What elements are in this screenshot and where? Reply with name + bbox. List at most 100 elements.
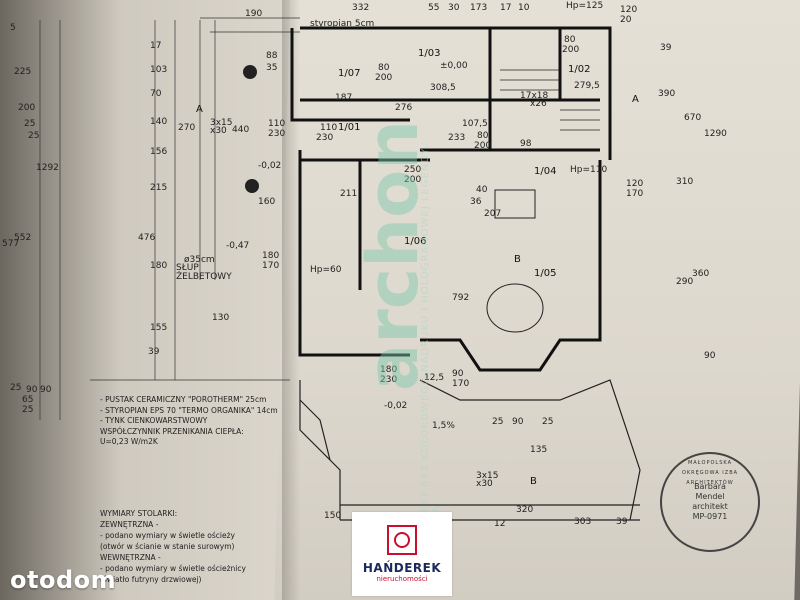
legend-line: - STYROPIAN EPS 70 "TERMO ORGANIKA" 14cm xyxy=(100,405,278,415)
dim-25-b: 25 xyxy=(542,417,553,427)
dim-187: 187 xyxy=(335,93,352,103)
dim-170: 170 xyxy=(262,261,279,271)
left-page xyxy=(0,0,300,600)
dim-170-b: 170 xyxy=(626,189,643,199)
dim-left-25-d: 25 xyxy=(22,405,33,415)
dim-top-30: 30 xyxy=(448,3,460,13)
dim-left-90: 90 xyxy=(26,385,38,395)
room-1-01: 1/01 xyxy=(338,122,360,133)
dim-233: 233 xyxy=(448,133,465,143)
label-styropian: styropian 5cm xyxy=(310,19,374,29)
dim-40: 40 xyxy=(476,185,488,195)
dim-180-b: 180 xyxy=(380,365,397,375)
dim-17x18: 17x18 xyxy=(520,91,549,101)
dim-right-120: 120 xyxy=(620,5,637,15)
dim-90-b: 90 xyxy=(512,417,524,427)
joinery-line: WYMIARY STOLARKI: xyxy=(100,509,178,518)
dim-left-180: 180 xyxy=(150,261,167,271)
agency-name: HAŃDEREK xyxy=(362,561,442,575)
dim-98: 98 xyxy=(520,139,532,149)
dim-160: 160 xyxy=(258,197,275,207)
stamp-name-first: Barbara xyxy=(694,482,726,491)
agency-house-icon xyxy=(387,525,417,555)
dim-230-c: 230 xyxy=(316,133,333,143)
stamp-ring-text: MAŁOPOLSKA OKRĘGOWA IZBA ARCHITEKTÓW xyxy=(681,460,739,486)
dim-left-577: 577 xyxy=(2,239,19,249)
section-mark-b-bottom: B xyxy=(530,476,537,487)
dim-left-476: 476 xyxy=(138,233,155,243)
dim-200-b: 200 xyxy=(404,175,421,185)
dim-200-c: 200 xyxy=(375,73,392,83)
architect-stamp: MAŁOPOLSKA OKRĘGOWA IZBA ARCHITEKTÓW Bar… xyxy=(660,452,760,552)
label-hp110: Hp=110 xyxy=(570,165,607,175)
dim-3x15-b: 3x15 xyxy=(210,118,233,128)
dim-125: 12,5 xyxy=(424,373,444,383)
dim-110-b: 110 xyxy=(320,123,337,133)
label-slup: SŁUP xyxy=(176,263,199,273)
dim-1075: 107,5 xyxy=(462,119,488,129)
dim-right-670: 670 xyxy=(684,113,701,123)
dim-left-225: 225 xyxy=(14,67,31,77)
dim-top-55: 55 xyxy=(428,3,439,13)
dim-88: 88 xyxy=(266,51,278,61)
dim-200-d: 200 xyxy=(562,45,579,55)
section-mark-a-left: A xyxy=(196,104,203,115)
dim-left-90-b: 90 xyxy=(40,385,52,395)
dim-right-20: 20 xyxy=(620,15,632,25)
dim-right-90: 90 xyxy=(704,351,716,361)
dim-36: 36 xyxy=(470,197,482,207)
level-minus-002: -0,02 xyxy=(258,161,281,171)
dim-12: 12 xyxy=(494,519,505,529)
dim-80: 80 xyxy=(477,131,489,141)
dim-39: 39 xyxy=(616,517,628,527)
legend-line: - PUSTAK CERAMICZNY "POROTHERM" 25cm xyxy=(100,395,267,404)
dim-right-310: 310 xyxy=(676,177,693,187)
dim-35: 35 xyxy=(266,63,277,73)
dim-135: 135 xyxy=(530,445,547,455)
dim-3085: 308,5 xyxy=(430,83,456,93)
dim-230-b: 230 xyxy=(380,375,397,385)
dim-80-b: 80 xyxy=(378,63,390,73)
dim-130: 130 xyxy=(212,313,229,323)
page-fold-shadow xyxy=(282,0,300,600)
dim-right-390: 390 xyxy=(658,89,675,99)
legend-line: - TYNK CIENKOWARSTWOWY xyxy=(100,416,208,425)
dim-170-c: 170 xyxy=(452,379,469,389)
room-1-04: 1/04 xyxy=(534,166,556,177)
dim-top-17: 17 xyxy=(500,3,511,13)
dim-x30-b: x30 xyxy=(210,126,227,136)
dim-left-103: 103 xyxy=(150,65,167,75)
joinery-line: WEWNĘTRZNA - xyxy=(100,553,161,562)
section-mark-a-right: A xyxy=(632,94,639,105)
dim-110: 110 xyxy=(268,119,285,129)
level-zero: ±0,00 xyxy=(440,61,468,71)
dim-207: 207 xyxy=(484,209,501,219)
dim-top-173: 173 xyxy=(470,3,487,13)
dim-80-c: 80 xyxy=(564,35,576,45)
dim-left-200: 200 xyxy=(18,103,35,113)
dim-211: 211 xyxy=(340,189,357,199)
dim-left-25-b: 25 xyxy=(28,131,39,141)
level-minus-002-b: -0,02 xyxy=(384,401,407,411)
label-hp125: Hp=125 xyxy=(566,1,603,11)
room-1-02: 1/02 xyxy=(568,64,590,75)
dim-left-17: 17 xyxy=(150,41,161,51)
dim-200: 200 xyxy=(474,141,491,151)
joinery-notes: WYMIARY STOLARKI: ZEWNĘTRZNA - - podano … xyxy=(100,508,290,585)
dim-left-25-c: 25 xyxy=(10,383,21,393)
dim-right-39: 39 xyxy=(660,43,672,53)
level-minus-047: -0,47 xyxy=(226,241,249,251)
dim-320: 320 xyxy=(516,505,533,515)
dim-3x15: 3x15 xyxy=(476,471,499,481)
dim-left-270: 270 xyxy=(178,123,195,133)
dim-top-10: 10 xyxy=(518,3,530,13)
dim-150: 150 xyxy=(324,511,341,521)
dim-left-25: 25 xyxy=(24,119,35,129)
dim-440: 440 xyxy=(232,125,249,135)
dim-right-1290: 1290 xyxy=(704,129,727,139)
dim-left-39: 39 xyxy=(148,347,160,357)
dim-250: 250 xyxy=(404,165,421,175)
dim-120: 120 xyxy=(626,179,643,189)
